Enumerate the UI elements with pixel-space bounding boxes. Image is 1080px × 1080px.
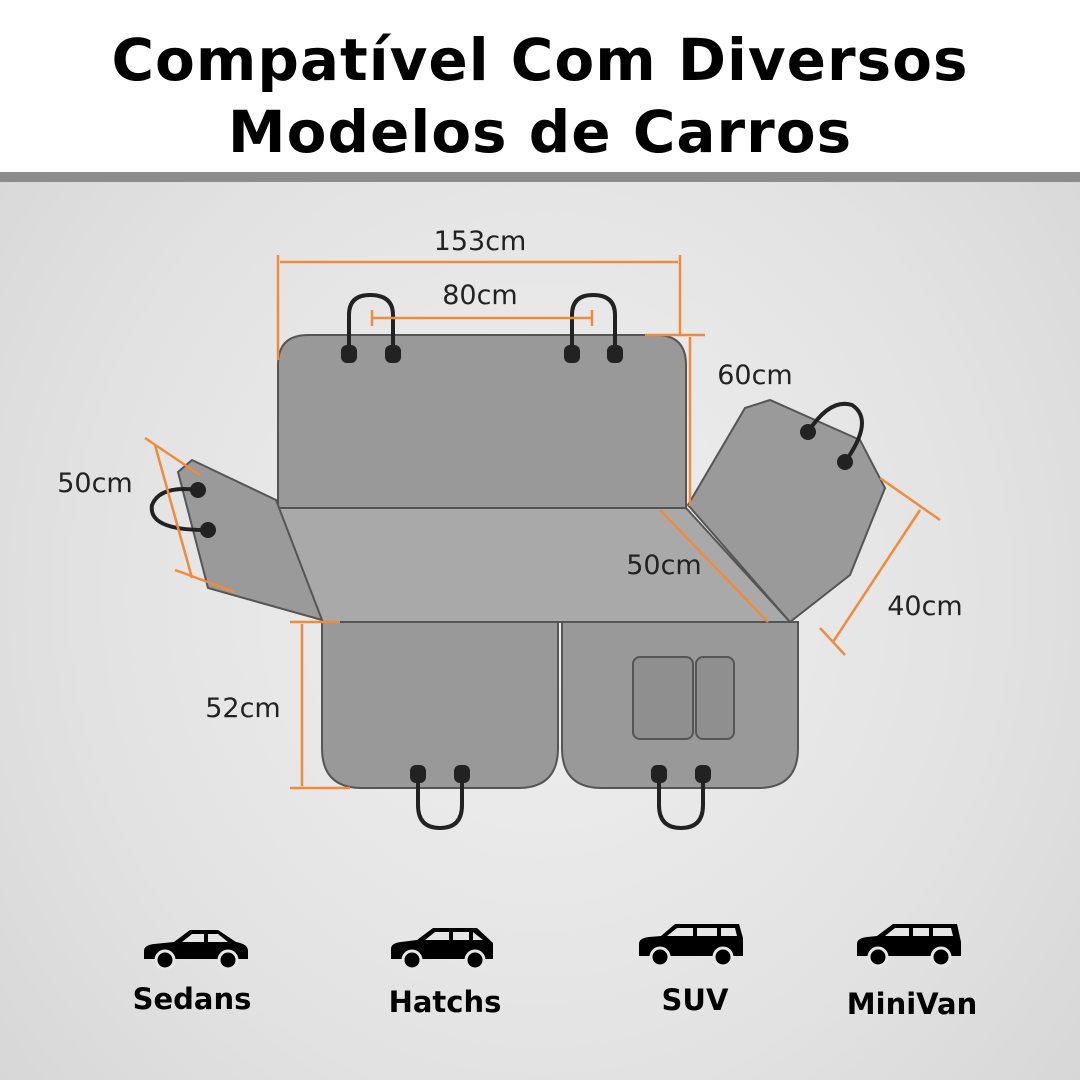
back-panel <box>277 334 687 509</box>
vehicle-label-sedans: Sedans <box>132 982 252 1016</box>
strap-anchors <box>190 345 853 783</box>
sedan-car-icon <box>144 930 248 971</box>
right-side-flap <box>686 398 887 624</box>
dimension-width-total: 153cm <box>434 226 527 257</box>
vehicle-label-hatchs: Hatchs <box>388 985 502 1019</box>
dimension-seat-depth: 50cm <box>626 550 702 581</box>
pocket-right <box>695 656 735 740</box>
vehicle-label-minivan: MiniVan <box>846 987 978 1021</box>
minivan-car-icon <box>857 924 961 968</box>
title-line-1: Compatível Com Diversos <box>111 26 969 94</box>
dimension-height-back: 60cm <box>717 360 793 391</box>
suv-car-icon <box>639 924 743 968</box>
dimension-bottom-flap: 52cm <box>205 693 281 724</box>
vehicle-label-suv: SUV <box>661 983 729 1017</box>
title-line-2: Modelos de Carros <box>227 98 853 166</box>
page-title: Compatível Com Diversos Modelos de Carro… <box>0 0 1080 168</box>
dimension-right-flap: 40cm <box>887 591 963 622</box>
dimension-width-headrest: 80cm <box>442 280 518 311</box>
pocket-left <box>632 656 694 740</box>
dimension-left-flap: 50cm <box>57 468 133 499</box>
dimension-lines <box>144 255 941 790</box>
header-divider <box>0 172 1080 182</box>
header: Compatível Com Diversos Modelos de Carro… <box>0 0 1080 172</box>
bottom-left-panel <box>321 621 559 789</box>
hatchback-car-icon <box>391 928 493 971</box>
